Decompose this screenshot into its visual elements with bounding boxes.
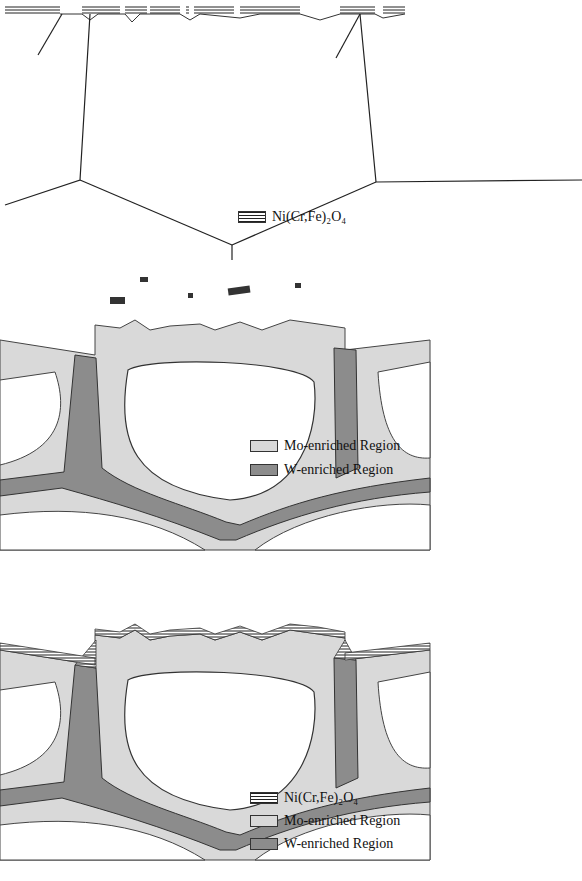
legend-row: Mo-enriched Region [250, 438, 400, 454]
oxide-particles [110, 277, 301, 304]
legend-row: Ni(Cr,Fe)₂O₄ [238, 209, 346, 225]
legend-row: W-enriched Region [250, 836, 393, 852]
legend-label: W-enriched Region [284, 462, 393, 478]
hatch-swatch [238, 211, 266, 223]
legend-swatch [250, 815, 278, 827]
legend-label: W-enriched Region [284, 836, 393, 852]
legend-swatch [250, 440, 278, 452]
grain-structure [0, 320, 430, 550]
legend-row: W-enriched Region [250, 462, 393, 478]
oxide-layer [0, 624, 430, 668]
legend-row: Mo-enriched Region [250, 813, 400, 829]
legend-row: Ni(Cr,Fe)₂O₄ [250, 790, 358, 806]
oxide-film [5, 5, 405, 22]
legend-label: Ni(Cr,Fe)₂O₄ [284, 790, 358, 806]
legend-label: Mo-enriched Region [284, 813, 400, 829]
legend-label: Ni(Cr,Fe)₂O₄ [272, 209, 346, 225]
hatch-swatch [250, 792, 278, 804]
legend-swatch [250, 838, 278, 850]
grain-boundaries [5, 14, 582, 260]
legend-label: Mo-enriched Region [284, 438, 400, 454]
grain-structure [0, 630, 430, 860]
legend-swatch [250, 464, 278, 476]
